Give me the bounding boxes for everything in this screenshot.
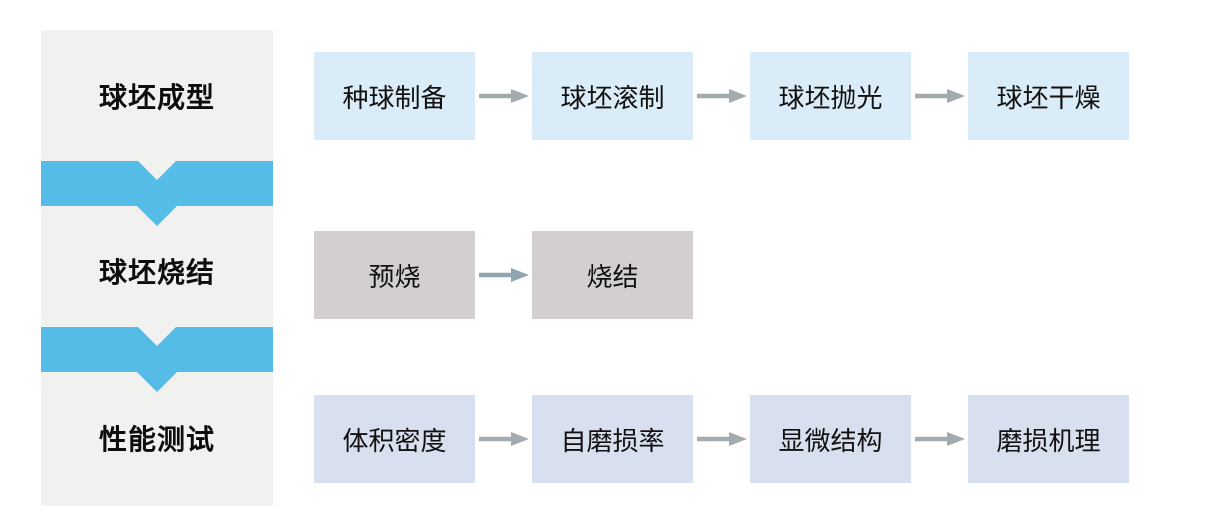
arrow-gap (911, 395, 968, 483)
arrow-gap (693, 52, 750, 140)
chevron-down-icon (41, 327, 273, 392)
arrow-right-icon (697, 432, 747, 446)
arrow-gap (475, 231, 532, 319)
step-box: 体积密度 (314, 395, 475, 483)
stage-label-forming: 球坯成型 (98, 82, 215, 113)
step-box: 显微结构 (750, 395, 911, 483)
arrow-gap (475, 395, 532, 483)
stage-label-sintering: 球坯烧结 (98, 257, 215, 288)
process-row-forming: 种球制备 球坯滚制 球坯抛光 球坯干燥 (314, 52, 1129, 140)
process-row-testing: 体积密度 自磨损率 显微结构 磨损机理 (314, 395, 1129, 483)
arrow-right-icon (479, 432, 529, 446)
process-row-sintering: 预烧 烧结 (314, 231, 693, 319)
step-box: 球坯滚制 (532, 52, 693, 140)
arrow-gap (475, 52, 532, 140)
step-box: 预烧 (314, 231, 475, 319)
arrow-gap (911, 52, 968, 140)
arrow-right-icon (479, 268, 529, 282)
step-box: 磨损机理 (968, 395, 1129, 483)
chevron-down-icon (41, 161, 273, 226)
stage-label-testing: 性能测试 (98, 424, 215, 455)
arrow-right-icon (915, 432, 965, 446)
arrow-right-icon (479, 89, 529, 103)
arrow-right-icon (697, 89, 747, 103)
step-box: 自磨损率 (532, 395, 693, 483)
arrow-gap (693, 395, 750, 483)
stage-column-background (41, 30, 273, 506)
step-box: 球坯抛光 (750, 52, 911, 140)
step-box: 球坯干燥 (968, 52, 1129, 140)
step-box: 种球制备 (314, 52, 475, 140)
arrow-right-icon (915, 89, 965, 103)
step-box: 烧结 (532, 231, 693, 319)
